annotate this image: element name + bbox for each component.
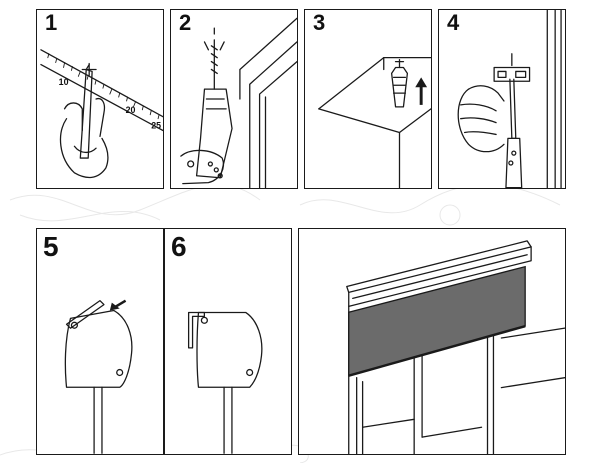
insert-plug-icon	[318, 57, 431, 188]
step-5-panel: 5	[36, 228, 164, 455]
step-number: 4	[447, 10, 460, 35]
screw-bracket-icon	[457, 10, 562, 188]
ruler-label: 25	[151, 121, 161, 131]
measure-and-mark-icon: 10 20 25	[40, 49, 163, 179]
installed-roller-blind-icon	[346, 240, 565, 454]
step-number: 6	[171, 231, 187, 262]
result-panel	[298, 228, 566, 455]
drill-icon	[180, 17, 297, 188]
ruler-label: 20	[126, 105, 136, 115]
blind-fabric	[348, 265, 526, 377]
step-6-panel: 6	[164, 228, 292, 455]
blind-fitted-icon	[187, 311, 263, 454]
step-4-panel: 4	[438, 9, 566, 189]
step-number: 1	[45, 10, 58, 35]
step-number: 3	[313, 10, 326, 35]
step-1-panel: 1 10 20 25	[36, 9, 164, 189]
step-3-panel: 3	[304, 9, 432, 189]
step-2-panel: 2	[170, 9, 298, 189]
ruler-label: 10	[59, 77, 69, 87]
clip-blind-icon	[64, 299, 133, 454]
step-number: 5	[43, 231, 59, 262]
step-number: 2	[179, 10, 192, 35]
